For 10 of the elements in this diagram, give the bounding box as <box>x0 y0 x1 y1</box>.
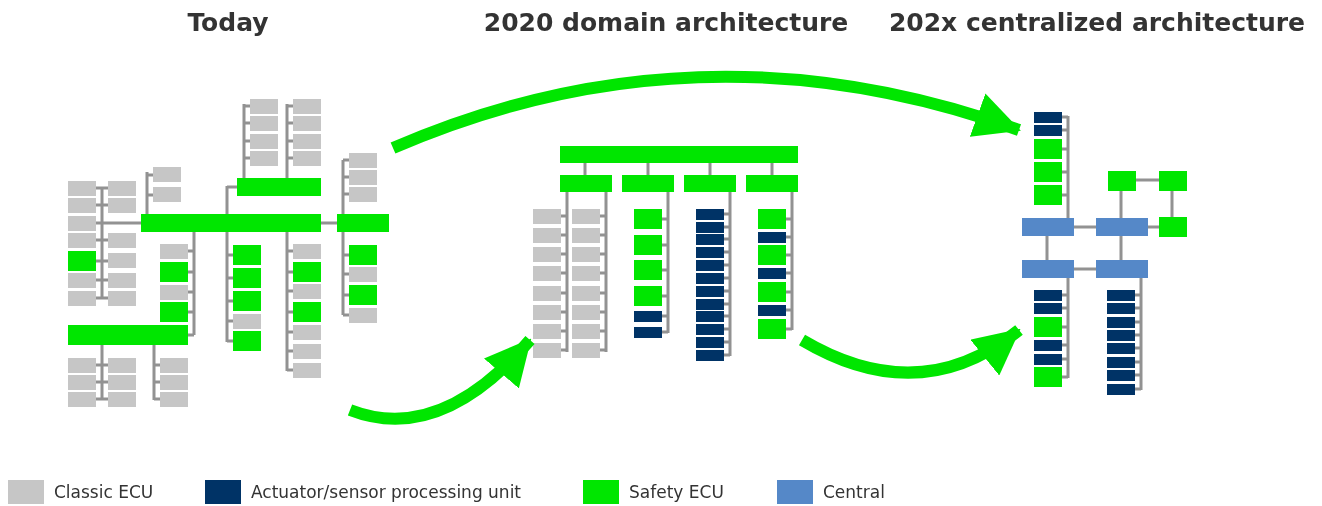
transition-arrow <box>799 325 1023 379</box>
legend-label: Actuator/sensor processing unit <box>251 482 522 502</box>
transition-arrow <box>390 71 1021 154</box>
section-title: Today <box>187 8 269 37</box>
section-title: 202x centralized architecture <box>888 8 1306 37</box>
legend-label: Classic ECU <box>54 482 154 502</box>
legend-label: Safety ECU <box>629 482 724 502</box>
legend-label: Central <box>823 482 885 502</box>
transition-arrow <box>348 335 535 425</box>
section-title: 2020 domain architecture <box>483 8 849 37</box>
